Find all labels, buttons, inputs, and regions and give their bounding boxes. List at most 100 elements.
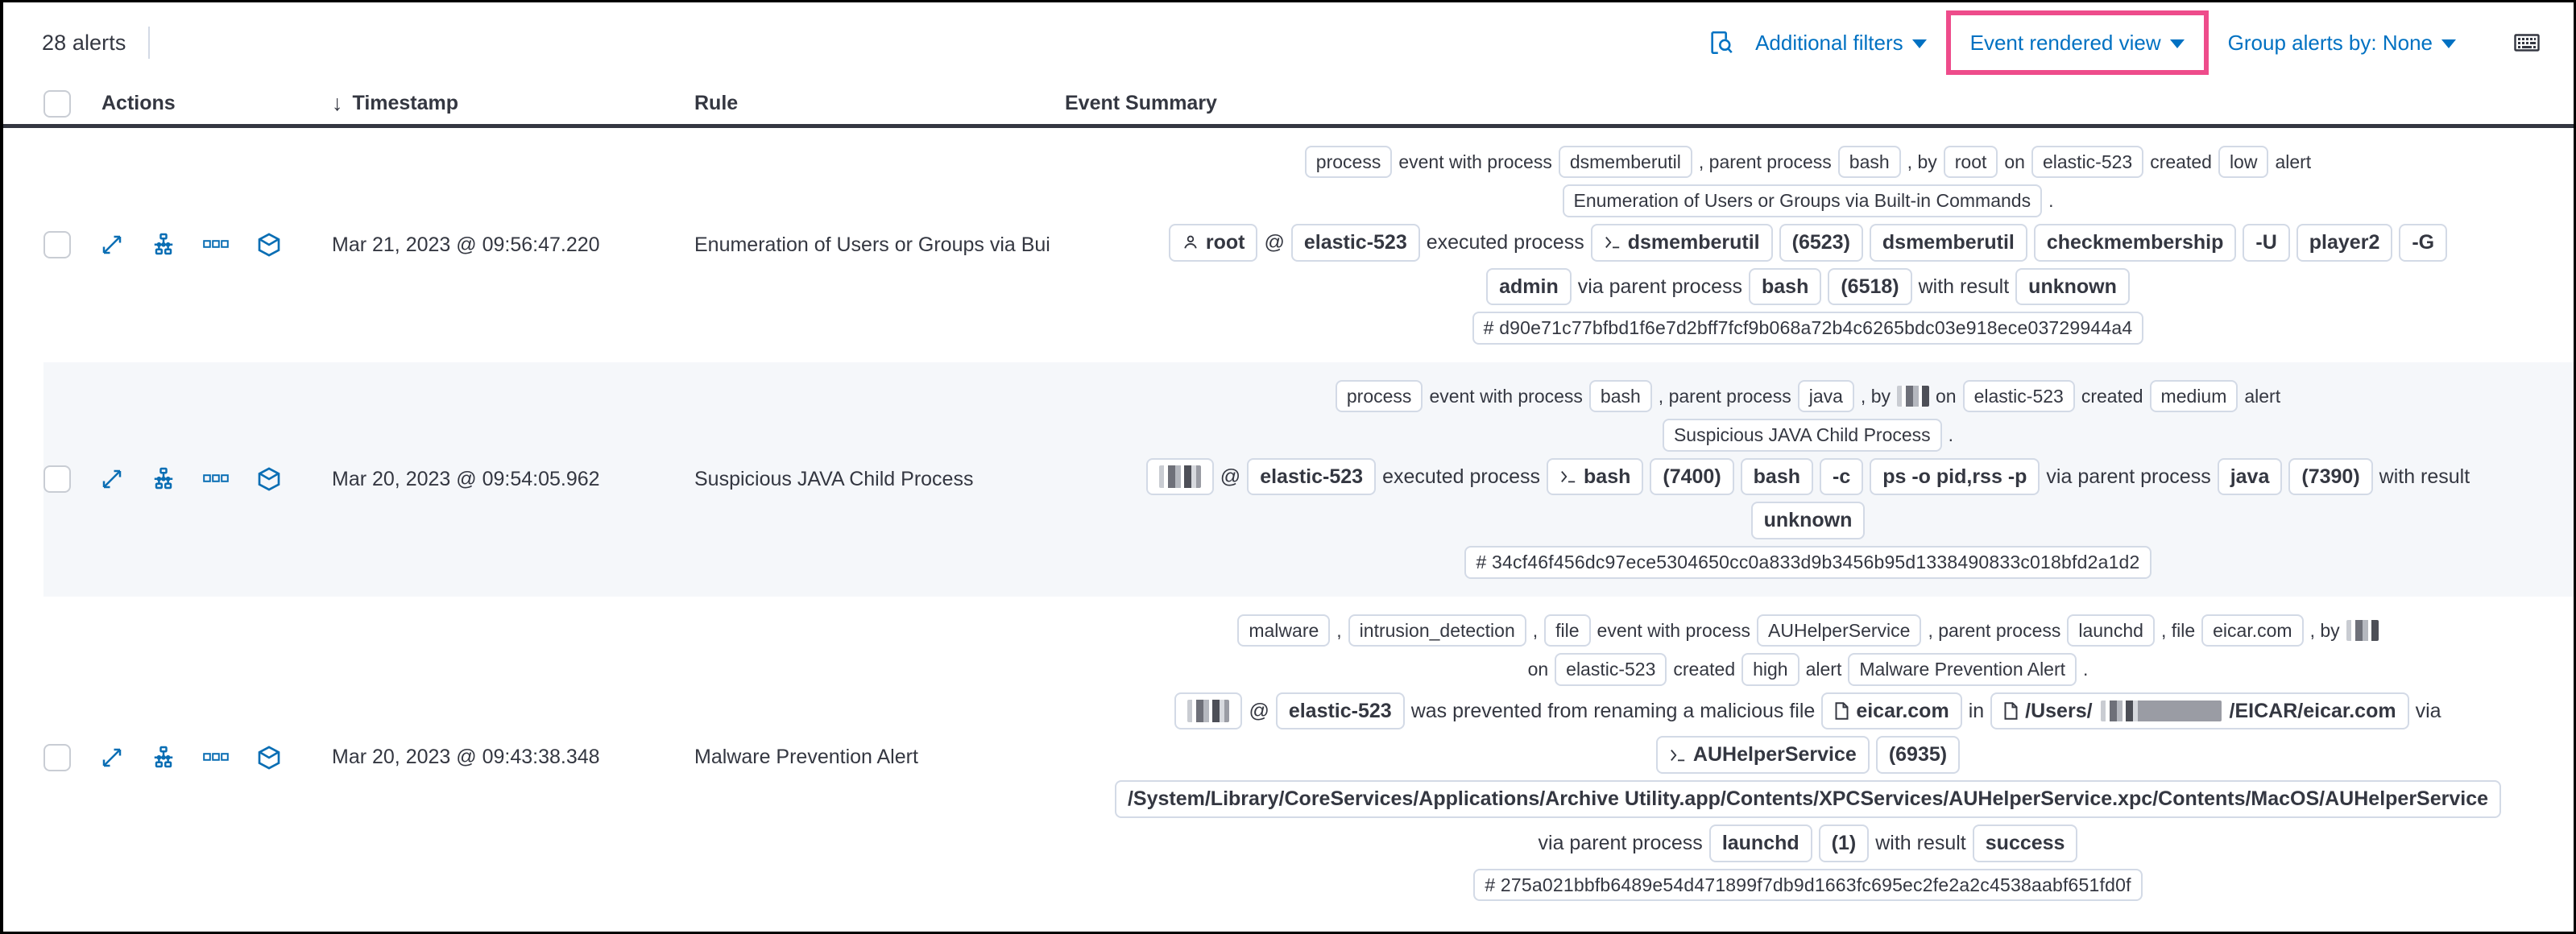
session-view-icon[interactable] xyxy=(256,232,282,258)
row-rule-name[interactable]: Malware Prevention Alert xyxy=(694,746,918,769)
field-value-badge[interactable]: elastic-523 xyxy=(1290,223,1420,262)
inspect-search-icon[interactable] xyxy=(1700,22,1742,64)
session-view-icon[interactable] xyxy=(256,466,282,492)
event-rendered-view-button[interactable]: Event rendered view xyxy=(1962,22,2193,64)
field-value-badge[interactable]: medium xyxy=(2149,379,2238,413)
summary-text: via parent process xyxy=(1538,831,1703,854)
more-actions-icon[interactable] xyxy=(203,752,229,762)
field-value-badge[interactable]: -U xyxy=(2243,223,2290,262)
field-value-badge[interactable]: AUHelperService xyxy=(1655,736,1870,774)
field-value-badge[interactable]: root xyxy=(1943,146,1998,179)
more-actions-icon[interactable] xyxy=(203,474,229,484)
row-rule-name[interactable]: Enumeration of Users or Groups via Bui xyxy=(694,233,1050,256)
expand-icon[interactable] xyxy=(100,233,124,257)
field-value-badge[interactable]: unknown xyxy=(1750,502,1866,540)
field-value-badge[interactable]: low xyxy=(2218,146,2269,179)
field-value-badge[interactable]: root xyxy=(1168,223,1258,262)
analyzer-icon[interactable] xyxy=(151,233,176,257)
field-value-badge[interactable]: bash xyxy=(1837,146,1901,179)
field-value-badge[interactable]: dsmemberutil xyxy=(1869,223,2027,262)
row-select-checkbox[interactable] xyxy=(43,465,71,494)
field-value-badge[interactable]: bash xyxy=(1547,457,1644,496)
row-select-cell xyxy=(3,128,82,362)
file-path-badge[interactable]: /Users//EICAR/eicar.com xyxy=(1990,692,2409,730)
field-value-badge[interactable]: launchd xyxy=(1708,824,1812,862)
more-actions-icon[interactable] xyxy=(203,240,229,250)
field-value-badge[interactable]: (7400) xyxy=(1650,457,1734,496)
field-value-badge[interactable]: success xyxy=(1972,824,2078,862)
row-select-checkbox[interactable] xyxy=(43,743,71,771)
field-value-badge[interactable]: (1) xyxy=(1818,824,1870,862)
field-value-badge[interactable]: eicar.com xyxy=(2201,614,2304,647)
badge-label: # d90e71c77bfbd1f6e7d2bff7fcf9b068a72b4c… xyxy=(1483,317,2133,339)
field-value-badge[interactable]: bash xyxy=(1588,379,1652,413)
field-value-badge[interactable]: elastic-523 xyxy=(1962,379,2075,413)
field-value-badge[interactable]: -G xyxy=(2399,223,2448,262)
field-value-badge[interactable]: elastic-523 xyxy=(1555,653,1667,686)
group-alerts-by-button[interactable]: Group alerts by: None xyxy=(2215,22,2469,64)
redacted-user-badge[interactable] xyxy=(1145,458,1214,496)
field-value-badge[interactable]: process xyxy=(1304,146,1393,179)
hash-badge[interactable]: # 275a021bbfb6489e54d471899f7db9d1663fc6… xyxy=(1473,868,2143,901)
field-value-badge[interactable]: file xyxy=(1544,614,1591,647)
hash-badge[interactable]: # 34cf46f456dc97ece5304650cc0a833d9b3456… xyxy=(1464,546,2151,579)
analyzer-icon[interactable] xyxy=(151,746,176,770)
field-value-badge[interactable]: Malware Prevention Alert xyxy=(1848,653,2077,686)
field-value-badge[interactable]: elastic-523 xyxy=(1275,692,1405,730)
field-value-badge[interactable]: java xyxy=(1797,379,1854,413)
field-value-badge[interactable]: player2 xyxy=(2296,223,2393,262)
row-actions-cell xyxy=(82,362,332,597)
field-value-badge[interactable]: java xyxy=(2217,457,2283,496)
field-value-badge[interactable]: elastic-523 xyxy=(2031,146,2144,179)
expand-icon[interactable] xyxy=(100,746,124,770)
field-value-badge[interactable]: AUHelperService xyxy=(1757,614,1922,647)
field-value-badge[interactable]: Suspicious JAVA Child Process xyxy=(1662,419,1942,452)
summary-text: , xyxy=(1532,619,1539,641)
redacted-user-badge[interactable] xyxy=(1174,692,1243,729)
column-header-rule[interactable]: Rule xyxy=(694,92,739,114)
field-value-badge[interactable]: bash xyxy=(1749,267,1822,306)
row-rule-name[interactable]: Suspicious JAVA Child Process xyxy=(694,467,974,490)
field-value-badge[interactable]: malware xyxy=(1237,614,1331,647)
field-value-badge[interactable]: dsmemberutil xyxy=(1558,146,1692,179)
column-header-event-summary[interactable]: Event Summary xyxy=(1065,92,1217,114)
field-value-badge[interactable]: Enumeration of Users or Groups via Built… xyxy=(1562,184,2043,217)
field-value-badge[interactable]: -c xyxy=(1820,457,1864,496)
field-value-badge[interactable]: admin xyxy=(1486,267,1572,306)
field-value-badge[interactable]: /System/Library/CoreServices/Application… xyxy=(1114,780,2502,818)
field-value-badge[interactable]: launchd xyxy=(2067,614,2155,647)
field-value-badge[interactable]: unknown xyxy=(2015,267,2130,306)
field-value-badge[interactable]: elastic-523 xyxy=(1247,457,1377,496)
field-value-badge[interactable]: ps -o pid,rss -p xyxy=(1870,457,2040,496)
analyzer-icon[interactable] xyxy=(151,467,176,491)
field-value-badge[interactable]: high xyxy=(1741,653,1799,686)
additional-filters-button[interactable]: Additional filters xyxy=(1742,22,1940,64)
summary-text: created xyxy=(2150,151,2212,172)
field-value-badge[interactable]: checkmembership xyxy=(2033,223,2237,262)
column-header-timestamp[interactable]: ↓ Timestamp xyxy=(332,92,694,115)
field-value-badge[interactable]: intrusion_detection xyxy=(1348,614,1526,647)
field-value-badge[interactable]: process xyxy=(1335,379,1423,413)
row-select-checkbox[interactable] xyxy=(43,231,71,259)
column-header-actions[interactable]: Actions xyxy=(101,92,176,114)
field-value-badge[interactable]: (7390) xyxy=(2288,457,2373,496)
field-value-badge[interactable]: (6518) xyxy=(1828,267,1912,306)
keyboard-icon[interactable] xyxy=(2506,22,2548,64)
field-value-badge[interactable]: bash xyxy=(1740,457,1813,496)
session-view-icon[interactable] xyxy=(256,745,282,771)
select-all-checkbox[interactable] xyxy=(43,89,71,118)
badge-label: root xyxy=(1954,151,1987,172)
field-value-badge[interactable]: (6935) xyxy=(1875,736,1961,774)
hash-badge[interactable]: # d90e71c77bfbd1f6e7d2bff7fcf9b068a72b4c… xyxy=(1472,312,2144,345)
field-value-badge[interactable]: eicar.com xyxy=(1821,692,1962,730)
expand-icon[interactable] xyxy=(100,467,124,491)
summary-text: , parent process xyxy=(1658,385,1791,407)
field-value-badge[interactable]: (6523) xyxy=(1779,223,1863,262)
field-value-badge[interactable]: dsmemberutil xyxy=(1590,223,1773,262)
